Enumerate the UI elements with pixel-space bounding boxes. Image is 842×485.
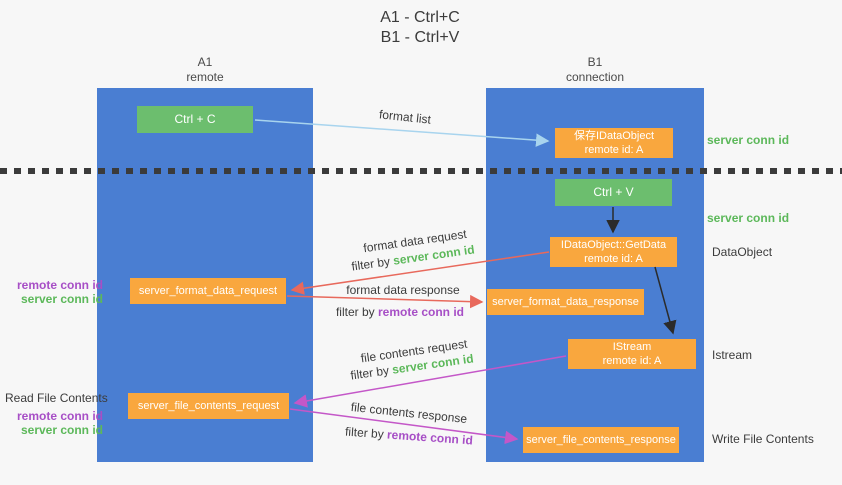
- label-server-conn-id-top: server conn id: [707, 133, 790, 147]
- conn-id-block-format: remote conn id server conn id: [10, 278, 103, 306]
- node-istream: IStream remote id: A: [568, 339, 696, 369]
- node-save-idataobject-line1: 保存IDataObject: [573, 130, 655, 142]
- node-ctrl-v: Ctrl + V: [555, 179, 672, 206]
- label-format-list: format list: [378, 107, 432, 127]
- label-file-contents-response: file contents response: [350, 399, 468, 427]
- node-idataobject-getdata: IDataObject::GetData remote id: A: [550, 237, 677, 267]
- node-save-idataobject-line2: remote id: A: [584, 144, 644, 156]
- label-filter-by-remote-conn-id-1: filter by remote conn id: [330, 305, 470, 319]
- lane-a-title: A1: [197, 55, 213, 69]
- lane-a-subtitle: remote: [186, 70, 224, 84]
- node-istream-line1: IStream: [612, 341, 652, 353]
- lane-b-header: B1 connection: [535, 55, 655, 85]
- node-server-file-contents-response: server_file_contents_response: [523, 427, 679, 453]
- lane-b-subtitle: connection: [565, 70, 625, 84]
- lane-a-header: A1 remote: [145, 55, 265, 85]
- filter-by-text: filter by: [350, 254, 391, 274]
- title-line-1: A1 - Ctrl+C: [380, 9, 460, 26]
- label-remote-conn-id-2: remote conn id: [16, 409, 103, 423]
- label-istream: Istream: [712, 348, 753, 362]
- filter-by-text: filter by: [344, 424, 385, 442]
- label-filter-by-remote-conn-id-2: filter by remote conn id: [339, 424, 480, 448]
- filter-remote-conn-id: remote conn id: [378, 305, 465, 319]
- node-ctrl-c: Ctrl + C: [137, 106, 253, 133]
- label-read-file-contents: Read File Contents: [5, 391, 108, 405]
- label-write-file-contents: Write File Contents: [712, 432, 814, 446]
- label-dataobject: DataObject: [712, 245, 773, 259]
- node-istream-line2: remote id: A: [602, 355, 662, 367]
- diagram-title: A1 - Ctrl+C B1 - Ctrl+V: [320, 8, 520, 48]
- node-getdata-line1: IDataObject::GetData: [560, 239, 667, 251]
- node-server-format-data-response: server_format_data_response: [487, 289, 644, 315]
- node-server-format-data-request: server_format_data_request: [130, 278, 286, 304]
- title-line-2: B1 - Ctrl+V: [380, 29, 460, 46]
- label-remote-conn-id-1: remote conn id: [16, 278, 103, 292]
- conn-id-block-file: remote conn id server conn id: [10, 409, 103, 437]
- filter-by-text: filter by: [335, 305, 375, 319]
- node-server-file-contents-request: server_file_contents_request: [128, 393, 289, 419]
- label-format-data-response: format data response: [346, 283, 460, 297]
- label-server-conn-id-1: server conn id: [20, 292, 103, 306]
- filter-remote-conn-id: remote conn id: [386, 427, 474, 448]
- lane-b-title: B1: [587, 55, 603, 69]
- label-server-conn-id-mid: server conn id: [707, 211, 790, 225]
- label-server-conn-id-2: server conn id: [20, 423, 103, 437]
- node-getdata-line2: remote id: A: [584, 253, 643, 265]
- node-save-idataobject: 保存IDataObject remote id: A: [555, 128, 673, 158]
